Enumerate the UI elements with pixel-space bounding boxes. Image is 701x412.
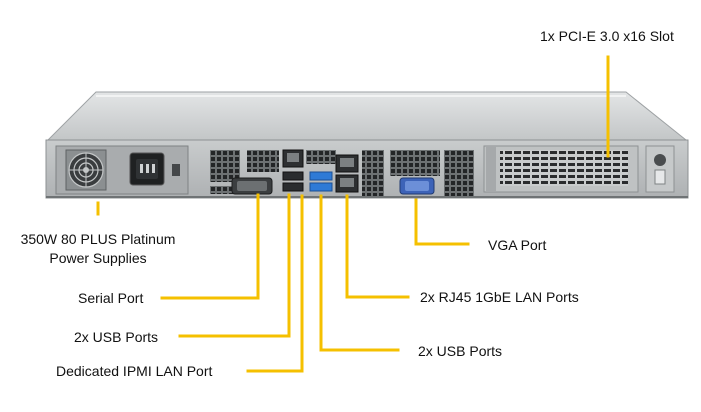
label-usb-ports-right: 2x USB Ports	[418, 343, 503, 359]
usb-ports-right-icon	[309, 171, 333, 192]
usb-ports-left-icon	[282, 171, 304, 192]
power-inlet-icon	[129, 152, 165, 186]
callout-lines	[96, 55, 610, 373]
io-vents	[210, 150, 474, 196]
label-rj45-lan-ports: 2x RJ45 1GbE LAN Ports	[420, 289, 579, 305]
fan-icon	[65, 149, 107, 191]
callout-rj45	[345, 194, 410, 299]
pcie-slot-icon	[483, 145, 639, 193]
callout-vga	[414, 198, 470, 246]
label-vga-port: VGA Port	[488, 237, 547, 253]
serial-port-icon	[231, 177, 273, 195]
label-pcie-slot: 1x PCI-E 3.0 x16 Slot	[540, 28, 674, 44]
label-power-supplies: 350W 80 PLUS Platinum Power Supplies	[8, 231, 188, 267]
label-ipmi-lan-port: Dedicated IPMI LAN Port	[56, 363, 213, 379]
callout-ipmi	[246, 194, 304, 373]
label-power-supplies-line2: Power Supplies	[49, 250, 147, 266]
callout-usb-right	[319, 194, 400, 352]
ipmi-lan-port-icon	[282, 149, 304, 168]
callout-usb-left	[178, 193, 291, 338]
vga-port-icon	[399, 177, 435, 195]
label-usb-ports-left: 2x USB Ports	[74, 329, 159, 345]
chassis-bracket	[645, 145, 675, 193]
callout-serial	[160, 193, 260, 300]
power-supply-module	[55, 145, 189, 195]
rj45-lan-ports-icon	[335, 154, 359, 193]
label-serial-port: Serial Port	[78, 290, 144, 306]
label-power-supplies-line1: 350W 80 PLUS Platinum	[20, 231, 176, 247]
